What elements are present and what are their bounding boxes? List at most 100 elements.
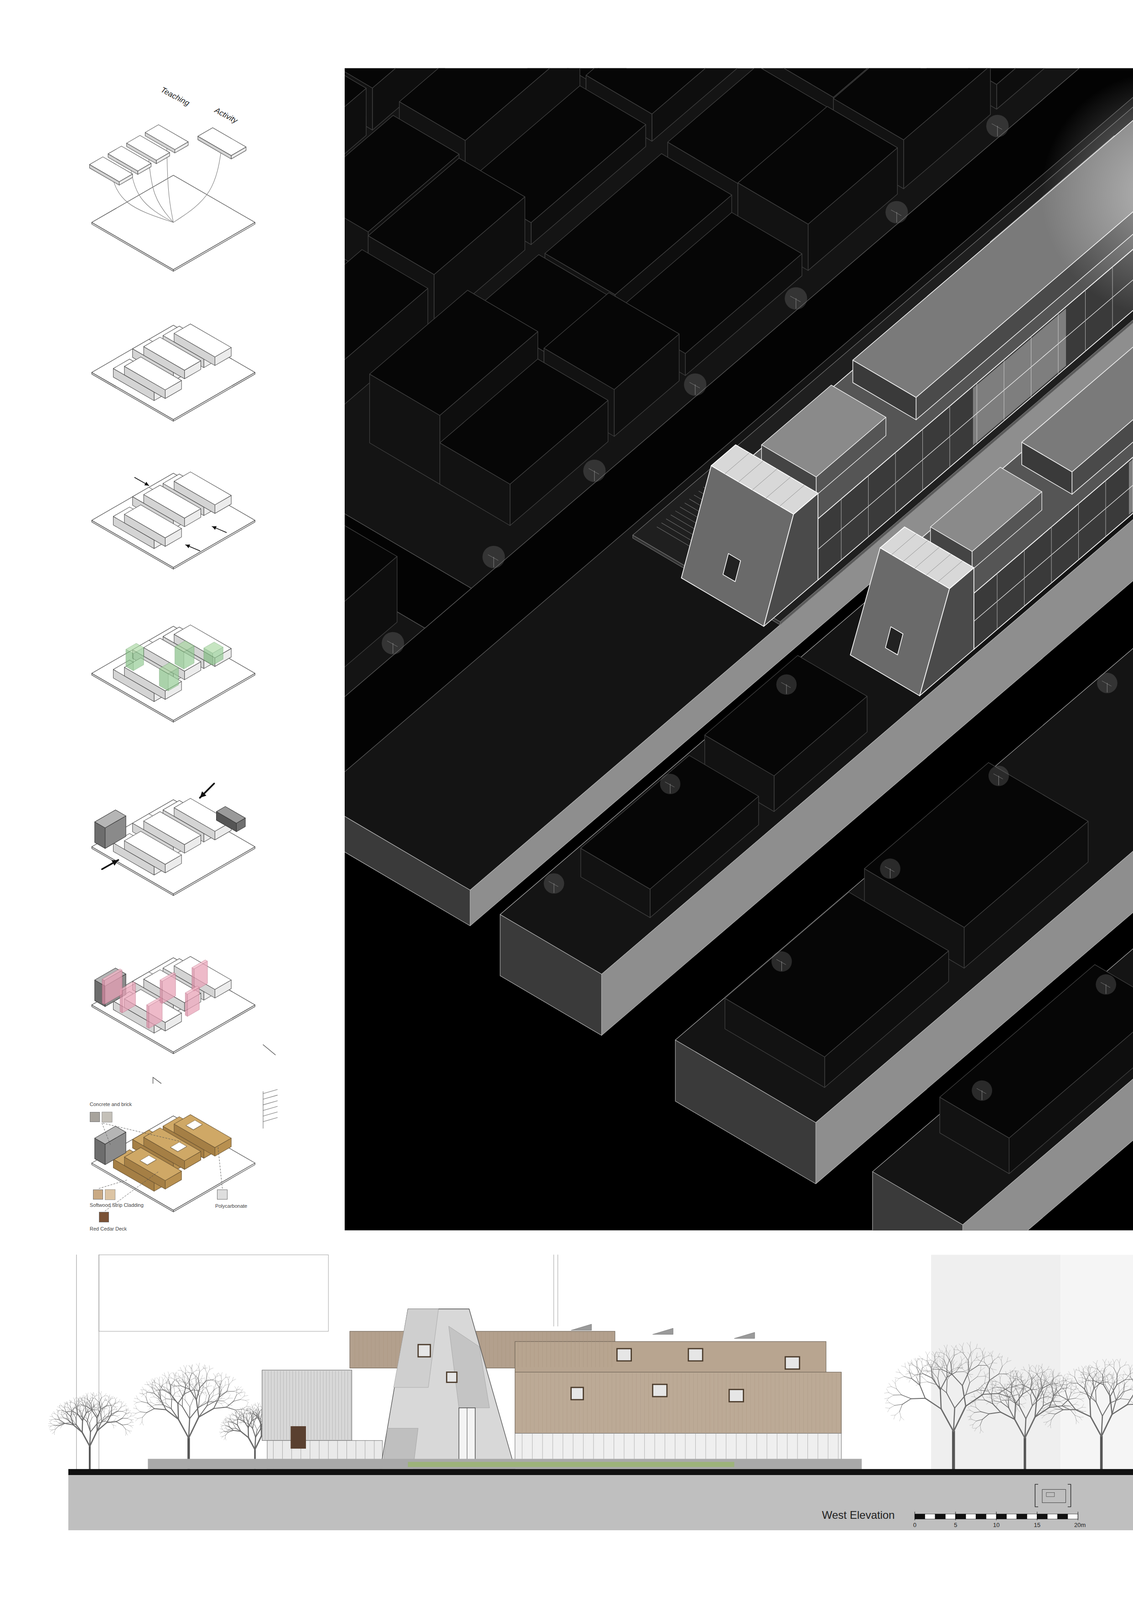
tree-branch <box>129 1430 132 1432</box>
tree-branch <box>228 1393 231 1398</box>
tree-branch <box>178 1418 189 1438</box>
tree-branch <box>93 1392 94 1396</box>
tree-branch <box>181 1370 186 1374</box>
tree-branch <box>100 1402 103 1405</box>
tree-crown <box>776 673 797 695</box>
tree-branch <box>75 1412 78 1418</box>
tree-branch <box>181 1373 185 1377</box>
tree-branch <box>239 1416 241 1420</box>
tree-branch <box>68 1407 72 1411</box>
tree-branch <box>87 1392 88 1396</box>
tree-branch <box>87 1421 91 1432</box>
tree-branch <box>245 1399 249 1403</box>
tree-branch <box>220 1384 223 1389</box>
tree-branch <box>116 1414 120 1416</box>
concept-step <box>91 956 255 1054</box>
tree-branch <box>205 1395 207 1402</box>
tree-branch <box>78 1409 82 1414</box>
tree-branch <box>141 1393 144 1397</box>
tree-branch <box>59 1419 66 1423</box>
tree-branch <box>259 1418 261 1422</box>
tree-branch <box>91 1393 94 1396</box>
tree-branch <box>151 1381 156 1383</box>
tree-branch <box>152 1378 155 1382</box>
tree-branch <box>247 1427 249 1438</box>
tree-branch <box>126 1408 129 1411</box>
box-top <box>174 640 194 652</box>
tree-branch <box>106 1394 109 1397</box>
tree-branch <box>89 1422 91 1432</box>
tree-branch <box>185 1364 187 1369</box>
tree-branch <box>161 1374 166 1376</box>
tree-branch <box>220 1397 225 1399</box>
tree-branch <box>177 1393 185 1403</box>
tree-plan <box>879 858 901 879</box>
fragment-line <box>263 1044 276 1055</box>
tree-branch <box>213 1396 220 1408</box>
site-plate <box>91 799 255 896</box>
tree-branch <box>225 1416 228 1418</box>
tree-branch <box>66 1411 68 1414</box>
material-leader <box>98 1179 129 1189</box>
fragment-line <box>263 1094 278 1099</box>
tree-branch <box>153 1386 158 1390</box>
arrow-shaft <box>199 783 214 798</box>
box-top <box>675 68 1133 1123</box>
tree-branch <box>165 1409 179 1419</box>
tree-branch <box>223 1437 226 1440</box>
roof-lattice <box>926 553 952 575</box>
tree-branch <box>225 1417 227 1420</box>
tree-branch <box>220 1435 223 1437</box>
tree-branch <box>166 1382 168 1388</box>
tree-branch <box>109 1398 110 1403</box>
tree-branch <box>221 1402 224 1407</box>
tree-branch <box>226 1419 229 1422</box>
tree-branch <box>232 1418 236 1420</box>
tree-branch <box>225 1421 229 1423</box>
tree-branch <box>121 1401 124 1404</box>
tree-branch <box>100 1408 105 1411</box>
tree-branch <box>57 1416 60 1418</box>
tree-branch <box>108 1394 110 1397</box>
tree-branch <box>99 1403 101 1407</box>
tree-branch <box>94 1406 95 1411</box>
tree-branch <box>228 1421 233 1422</box>
tree-branch <box>161 1394 166 1399</box>
tree-branch <box>228 1417 230 1420</box>
tree-branch <box>209 1367 214 1369</box>
tree-branch <box>184 1392 186 1400</box>
fragment-line <box>263 1089 278 1094</box>
tree-branch <box>1101 680 1112 686</box>
tree-branch <box>387 640 398 647</box>
tree-branch <box>166 1398 175 1400</box>
mullion <box>1024 549 1025 606</box>
tree-branch <box>105 1415 109 1417</box>
concept-step <box>91 471 255 570</box>
tree-branch <box>231 1421 234 1424</box>
green-void <box>203 641 223 666</box>
tree-branch <box>96 1414 100 1415</box>
school-building <box>850 68 1133 696</box>
tree-branch <box>240 1414 242 1418</box>
tree-branch <box>225 1383 230 1385</box>
tree-branch <box>252 1427 256 1437</box>
tree-branch <box>189 1388 197 1400</box>
mass-box <box>124 1147 182 1189</box>
tree-branch <box>236 1389 237 1395</box>
wedge-side <box>763 492 818 626</box>
tree-branch <box>57 1411 59 1416</box>
tree-branch <box>240 1416 244 1417</box>
tree-branch <box>232 1419 236 1422</box>
tree-branch <box>258 1403 259 1408</box>
tree-branch <box>116 1421 123 1425</box>
concrete-wedge <box>94 809 126 849</box>
tree-branch <box>185 1378 188 1383</box>
context-line <box>557 1254 559 1326</box>
tree-branch <box>114 1401 119 1403</box>
tree-branch <box>254 1407 256 1410</box>
city-block <box>580 755 759 918</box>
tree-branch <box>228 1427 232 1430</box>
tree-branch <box>227 1417 231 1419</box>
tree-branch <box>112 1414 116 1416</box>
program-slab <box>197 127 247 160</box>
